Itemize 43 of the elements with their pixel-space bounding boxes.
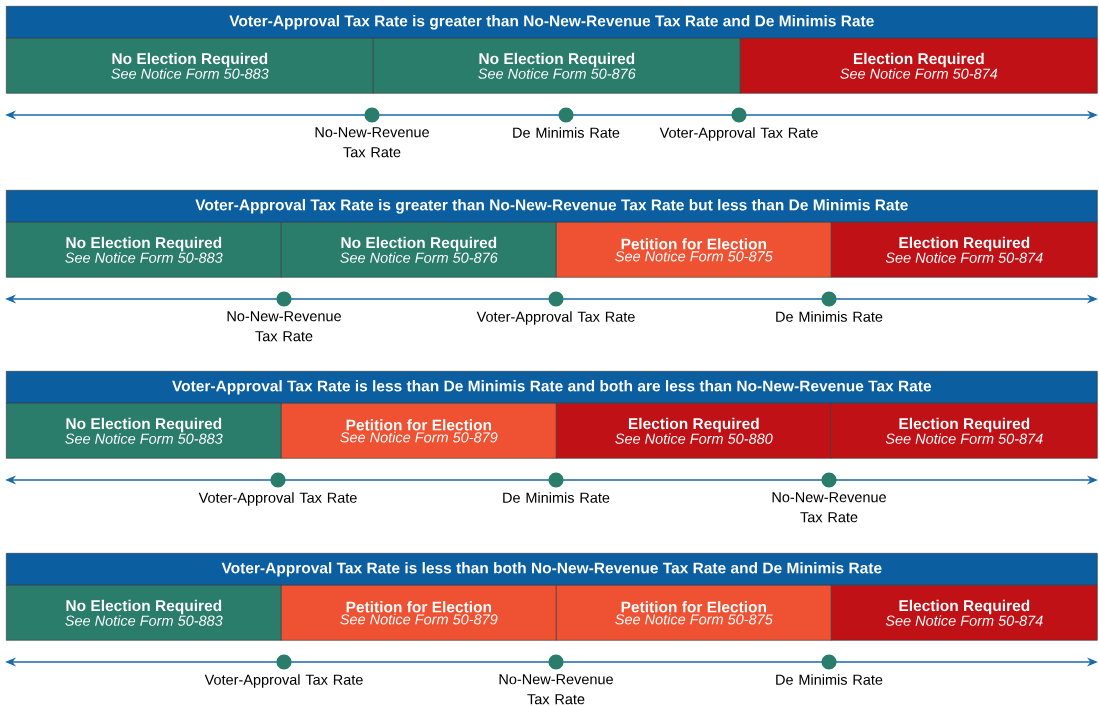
rate-label: Voter-Approval Tax Rate (659, 127, 818, 141)
status-cell: No Election Required See Notice Form 50-883 (6, 585, 282, 641)
rate-label: De Minimis Rate (503, 492, 610, 503)
rate-label: De Minimis Rate (776, 674, 883, 685)
rate-label: Voter-Approval Tax Rate (476, 311, 635, 325)
status-cell: No Election Required See Notice Form 50-883 (6, 403, 282, 459)
rate-dot (558, 107, 574, 123)
status-cell: No Election Required See Notice Form 50-883 (6, 38, 374, 94)
rate-dot (821, 654, 837, 670)
rate-dot (276, 654, 292, 670)
rate-dot (548, 291, 564, 307)
rate-label: No-New-Revenue Tax Rate (227, 311, 341, 342)
status-cell: Election Required See Notice Form 50-874 (831, 403, 1098, 459)
rate-dot (364, 107, 380, 123)
status-cell: Election Required See Notice Form 50-874 (831, 222, 1098, 278)
rate-dot (548, 472, 564, 488)
header-band: Voter-Approval Tax Rate is greater than No-New-Revenue Tax Rate and De Minimis Rate (6, 6, 1098, 39)
status-cell: Petition for Election See Notice Form 50-879 (281, 403, 557, 459)
rate-label: No-New-Revenue Tax Rate (499, 674, 613, 705)
status-cell: Election Required See Notice Form 50-874 (740, 38, 1098, 94)
rate-dot (821, 291, 837, 307)
rate-label: Voter-Approval Tax Rate (204, 674, 363, 688)
rate-dot (731, 107, 747, 123)
status-cell: No Election Required See Notice Form 50-883 (6, 222, 282, 278)
rate-dot (270, 472, 286, 488)
rate-label: Voter-Approval Tax Rate (198, 492, 357, 506)
status-cell: Election Required See Notice Form 50-880 (556, 403, 832, 459)
status-cell: No Election Required See Notice Form 50-876 (373, 38, 741, 94)
status-cell: No Election Required See Notice Form 50-876 (281, 222, 557, 278)
rate-label: No-New-Revenue Tax Rate (315, 127, 429, 158)
status-cell: Petition for Election See Notice Form 50-875 (556, 222, 832, 278)
header-band: Voter-Approval Tax Rate is greater than No-New-Revenue Tax Rate but less than De Minimis Rate (6, 190, 1098, 223)
rate-dot (276, 291, 292, 307)
header-band: Voter-Approval Tax Rate is less than both No-New-Revenue Tax Rate and De Minimis Rate (6, 553, 1098, 586)
header-band: Voter-Approval Tax Rate is less than De Minimis Rate and both are less than No-New-Revenue Tax Rate (6, 371, 1098, 404)
rate-label: De Minimis Rate (513, 127, 620, 138)
rate-label: De Minimis Rate (776, 311, 883, 322)
status-cell: Petition for Election See Notice Form 50-879 (281, 585, 557, 641)
status-cell: Election Required See Notice Form 50-874 (831, 585, 1098, 641)
rate-label: No-New-Revenue Tax Rate (772, 492, 886, 523)
rate-dot (821, 472, 837, 488)
rate-dot (548, 654, 564, 670)
status-cell: Petition for Election See Notice Form 50-875 (556, 585, 832, 641)
